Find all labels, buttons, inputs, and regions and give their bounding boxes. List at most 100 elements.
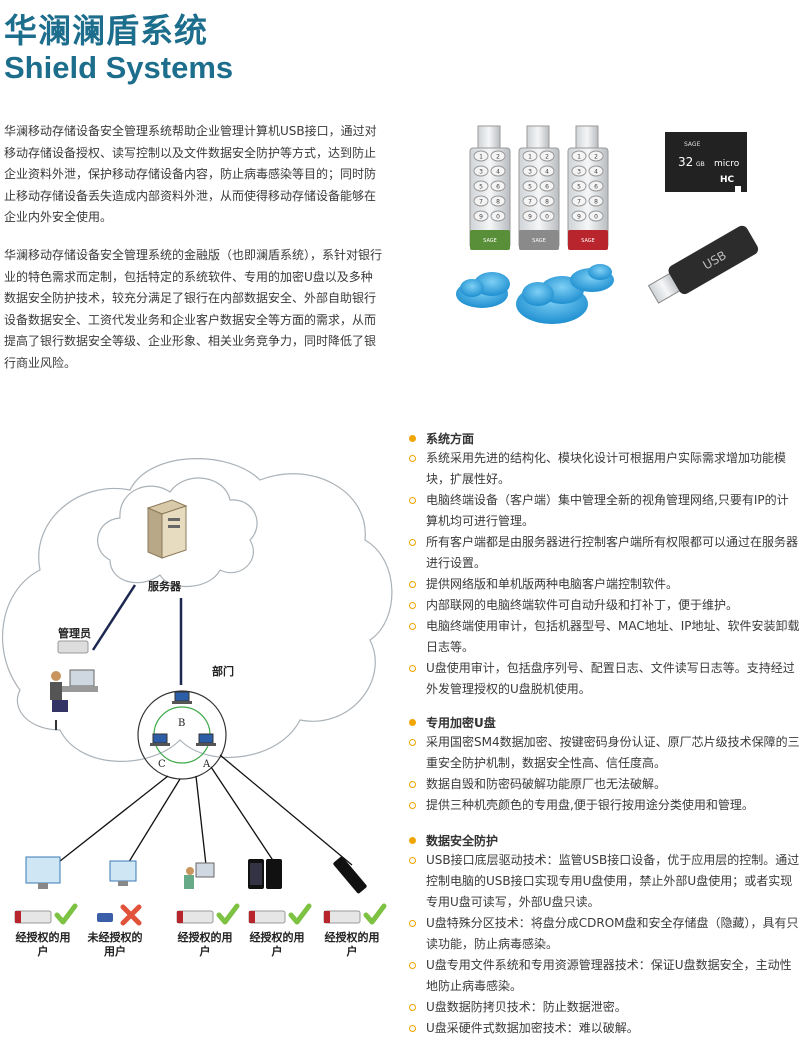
- keypad-key: [490, 165, 506, 177]
- keypad-key: [588, 195, 604, 207]
- feature-item-text: USB接口底层驱动技术：监管USB接口设备，优于应用层的控制。通过控制电脑的US…: [426, 853, 800, 909]
- admin-user-icon: [50, 669, 98, 730]
- keypad-key: [588, 180, 604, 192]
- keypad-key: [539, 195, 555, 207]
- workstation-user-icon: [184, 862, 215, 889]
- feature-item: 电脑终端使用审计，包括机器型号、MAC地址、IP地址、软件安装卸载日志等。: [406, 616, 800, 658]
- keypad-key: [571, 150, 587, 162]
- bullet-ring-icon: [409, 802, 416, 809]
- keypad-key: [522, 165, 538, 177]
- feature-item: U盘数据防拷贝技术：防止数据泄密。: [406, 997, 800, 1018]
- feature-item: 内部联网的电脑终端软件可自动升级和打补丁，便于维护。: [406, 595, 800, 616]
- keypad-key-label: 4: [545, 169, 549, 176]
- keypad-key-label: 5: [479, 184, 483, 191]
- keypad-key-label: 1: [577, 154, 581, 161]
- admin-label: 管理员: [58, 627, 91, 640]
- keypad-key: [490, 180, 506, 192]
- keypad-key: [571, 195, 587, 207]
- feature-section: 数据安全防护 USB接口底层驱动技术：监管USB接口设备，优于应用层的控制。通过控…: [406, 830, 800, 1039]
- keypad-key: [490, 150, 506, 162]
- endpoint-devices: [25, 856, 367, 894]
- network-diagram: [1, 458, 393, 866]
- feature-item-text: U盘特殊分区技术：将盘分成CDROM盘和安全存储盘（隐藏），具有只读功能，防止病…: [426, 916, 799, 951]
- cloud-icon: [456, 264, 614, 324]
- cross-icon: [120, 904, 142, 926]
- usb-key-icon: [14, 903, 78, 925]
- desktop-icon: [25, 856, 61, 889]
- admin-link: [91, 584, 137, 651]
- feature-item: 系统采用先进的结构化、模块化设计可根据用户实际需求增加功能模块，扩展性好。: [406, 448, 800, 490]
- svg-text:micro: micro: [714, 159, 740, 169]
- section-title: 专用加密U盘: [406, 712, 800, 732]
- keypad-key-label: 9: [577, 214, 581, 221]
- svg-text:SAGE: SAGE: [581, 238, 595, 244]
- keypad-key: [473, 150, 489, 162]
- user-endpoint: 经授权的用户: [175, 903, 245, 959]
- section-title-text: 数据安全防护: [426, 833, 499, 848]
- keypad-key: [588, 150, 604, 162]
- usb-key-icon: [176, 903, 240, 925]
- feature-item-text: U盘采硬件式数据加密技术：难以破解。: [426, 1021, 639, 1035]
- keypad-key: [539, 180, 555, 192]
- svg-text:32: 32: [678, 155, 693, 169]
- server-icon: [146, 499, 188, 559]
- keypad-key-label: 1: [528, 154, 532, 161]
- keypad-key: [490, 210, 506, 222]
- feature-item-text: 数据自毁和防密码破解功能原厂也无法破解。: [426, 777, 667, 791]
- keypad-key-label: 4: [594, 169, 598, 176]
- keypad-key-label: 2: [545, 154, 549, 161]
- department-ring: [137, 690, 227, 780]
- laptop-icon: [150, 691, 216, 746]
- keypad-key: [522, 210, 538, 222]
- usb-key-icon: [97, 904, 142, 926]
- user-links: [54, 754, 353, 866]
- section-title: 数据安全防护: [406, 830, 800, 850]
- bullet-ring-icon: [409, 1025, 416, 1032]
- keypad-key-label: 1: [479, 154, 483, 161]
- keypad-key: [588, 210, 604, 222]
- bullet-ring-icon: [409, 581, 416, 588]
- bullet-dot-icon: [409, 434, 416, 442]
- keypad-key-label: 8: [594, 199, 598, 206]
- bullet-ring-icon: [409, 739, 416, 746]
- keypad-key: [571, 165, 587, 177]
- feature-item: USB接口底层驱动技术：监管USB接口设备，优于应用层的控制。通过控制电脑的US…: [406, 850, 800, 913]
- feature-item: U盘采硬件式数据加密技术：难以破解。: [406, 1018, 800, 1039]
- keypad-key: [522, 195, 538, 207]
- bullet-ring-icon: [409, 781, 416, 788]
- page-subtitle: Shield Systems: [4, 50, 234, 85]
- keypad-key-label: 3: [577, 169, 581, 176]
- keypad-key: [473, 180, 489, 192]
- keypad-key: [473, 165, 489, 177]
- keypad-key: [571, 180, 587, 192]
- usb-stick: USB: [647, 225, 759, 304]
- node-b-label: B: [178, 718, 186, 729]
- bullet-ring-icon: [409, 455, 416, 462]
- microsd-card: SAGE 32 GB micro HC: [665, 132, 747, 192]
- user-endpoint: 未经授权的用户: [85, 903, 155, 959]
- feature-item-text: 电脑终端使用审计，包括机器型号、MAC地址、IP地址、软件安装卸载日志等。: [426, 619, 800, 654]
- feature-item: 提供网络版和单机版两种电脑客户端控制软件。: [406, 574, 800, 595]
- check-icon: [54, 903, 78, 925]
- monitor-icon: [109, 860, 137, 886]
- intro-paragraph-2: 华澜移动存储设备安全管理系统的金融版（也即澜盾系统），系针对银行业的特色需求而定…: [4, 248, 383, 370]
- feature-item-text: 采用国密SM4数据加密、按键密码身份认证、原厂芯片级技术保障的三重安全防护机制，…: [426, 735, 800, 770]
- server-label: 服务器: [148, 580, 181, 593]
- check-icon: [216, 903, 240, 925]
- keypad-key-label: 4: [496, 169, 500, 176]
- keypad-key: [539, 210, 555, 222]
- section-title-text: 专用加密U盘: [426, 715, 496, 730]
- keypad-key-label: 9: [528, 214, 532, 221]
- usb-key-icon: [248, 903, 312, 925]
- page-title: 华澜澜盾系统: [4, 11, 208, 50]
- intro-paragraph-1: 华澜移动存储设备安全管理系统帮助企业管理计算机USB接口，通过对移动存储设备授权…: [4, 124, 377, 224]
- section-title: 系统方面: [406, 428, 800, 448]
- svg-text:HC: HC: [720, 175, 735, 185]
- keypad-key-label: 9: [479, 214, 483, 221]
- user-endpoint: 经授权的用户: [247, 903, 317, 959]
- department-label: 部门: [212, 665, 234, 678]
- feature-item-text: 所有客户端都是由服务器进行控制客户端所有权限都可以通过在服务器进行设置。: [426, 535, 799, 570]
- keypad-key-label: 6: [496, 184, 500, 191]
- bullet-ring-icon: [409, 497, 416, 504]
- user-label: 经授权的用户: [324, 931, 380, 958]
